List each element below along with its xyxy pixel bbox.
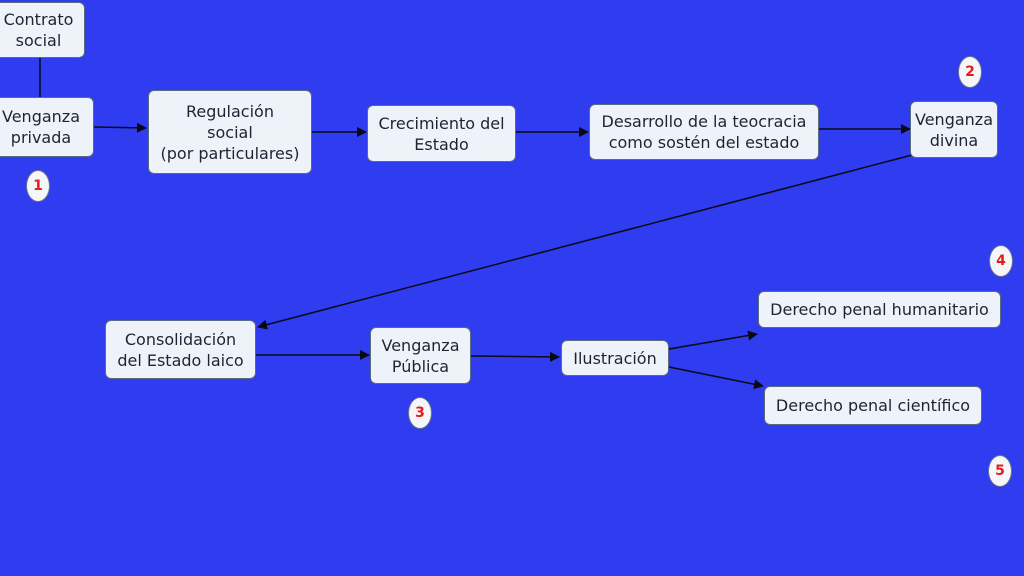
node-derecho-penal-humanitario: Derecho penal humanitario <box>758 291 1001 328</box>
step-badge-1: 1 <box>26 170 50 202</box>
node-regulacion-social: Regulación social (por particulares) <box>148 90 312 174</box>
node-derecho-penal-cientifico: Derecho penal científico <box>764 386 982 425</box>
arrow-venganza-divina-to-consolidacion <box>257 154 913 330</box>
node-contrato-social: Contrato social <box>0 2 85 58</box>
arrow-ilustracion-to-derecho-humanitario <box>668 330 758 350</box>
node-ilustracion: Ilustración <box>561 340 669 376</box>
node-venganza-divina: Venganza divina <box>910 101 998 158</box>
step-badge-2: 2 <box>958 56 982 88</box>
arrow-ilustracion-to-derecho-cientifico <box>668 366 764 390</box>
node-venganza-publica: Venganza Pública <box>370 327 471 384</box>
arrow-venganza-publica-to-ilustracion <box>470 351 560 362</box>
step-badge-5: 5 <box>988 455 1012 487</box>
node-venganza-privada: Venganza privada <box>0 97 94 157</box>
node-desarrollo-teocracia: Desarrollo de la teocracia como sostén d… <box>589 104 819 160</box>
step-badge-4: 4 <box>989 245 1013 277</box>
step-badge-3: 3 <box>408 397 432 429</box>
node-consolidacion-estado: Consolidación del Estado laico <box>105 320 256 379</box>
arrow-venganza-privada-to-regulacion <box>92 122 147 133</box>
node-crecimiento-estado: Crecimiento del Estado <box>367 105 516 162</box>
